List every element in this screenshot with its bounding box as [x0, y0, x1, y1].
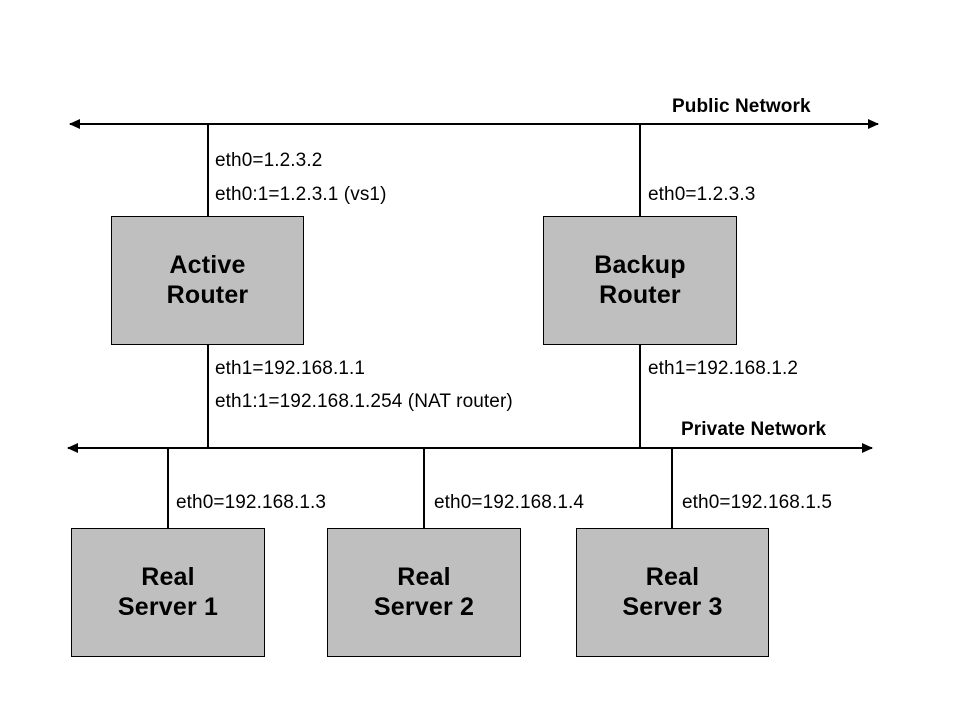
node-real-server-2-line2: Server 2: [373, 592, 475, 621]
node-active-router-line2: Router: [166, 280, 249, 309]
node-real-server-1-line1: Real: [141, 563, 195, 591]
node-real-server-3[interactable]: Real Server 3: [576, 528, 769, 657]
node-active-router-line1: Active: [169, 251, 246, 279]
private-network-label: Private Network: [681, 419, 827, 440]
public-network-label: Public Network: [672, 96, 811, 117]
node-backup-router-line2: Router: [599, 280, 681, 309]
iface-label-real-server-2: eth0=192.168.1.4: [434, 492, 585, 513]
node-backup-router[interactable]: Backup Router: [543, 216, 737, 345]
iface-label-active-public-primary: eth0=1.2.3.2: [215, 150, 323, 171]
iface-label-active-private-nat: eth1:1=192.168.1.254 (NAT router): [215, 391, 513, 412]
node-real-server-2[interactable]: Real Server 2: [327, 528, 521, 657]
iface-label-real-server-1: eth0=192.168.1.3: [176, 492, 327, 513]
node-real-server-2-line1: Real: [397, 563, 451, 591]
iface-label-active-public-virtual: eth0:1=1.2.3.1 (vs1): [215, 184, 387, 205]
iface-label-backup-private: eth1=192.168.1.2: [648, 358, 799, 379]
iface-label-active-private-primary: eth1=192.168.1.1: [215, 358, 366, 379]
node-real-server-1-line2: Server 1: [117, 592, 219, 621]
node-real-server-3-line1: Real: [645, 563, 700, 591]
node-active-router[interactable]: Active Router: [111, 216, 304, 345]
node-real-server-3-line2: Server 3: [622, 592, 723, 621]
node-backup-router-line1: Backup: [594, 251, 686, 279]
node-real-server-1[interactable]: Real Server 1: [71, 528, 265, 657]
iface-label-real-server-3: eth0=192.168.1.5: [682, 492, 833, 513]
iface-label-backup-public: eth0=1.2.3.3: [648, 184, 756, 205]
